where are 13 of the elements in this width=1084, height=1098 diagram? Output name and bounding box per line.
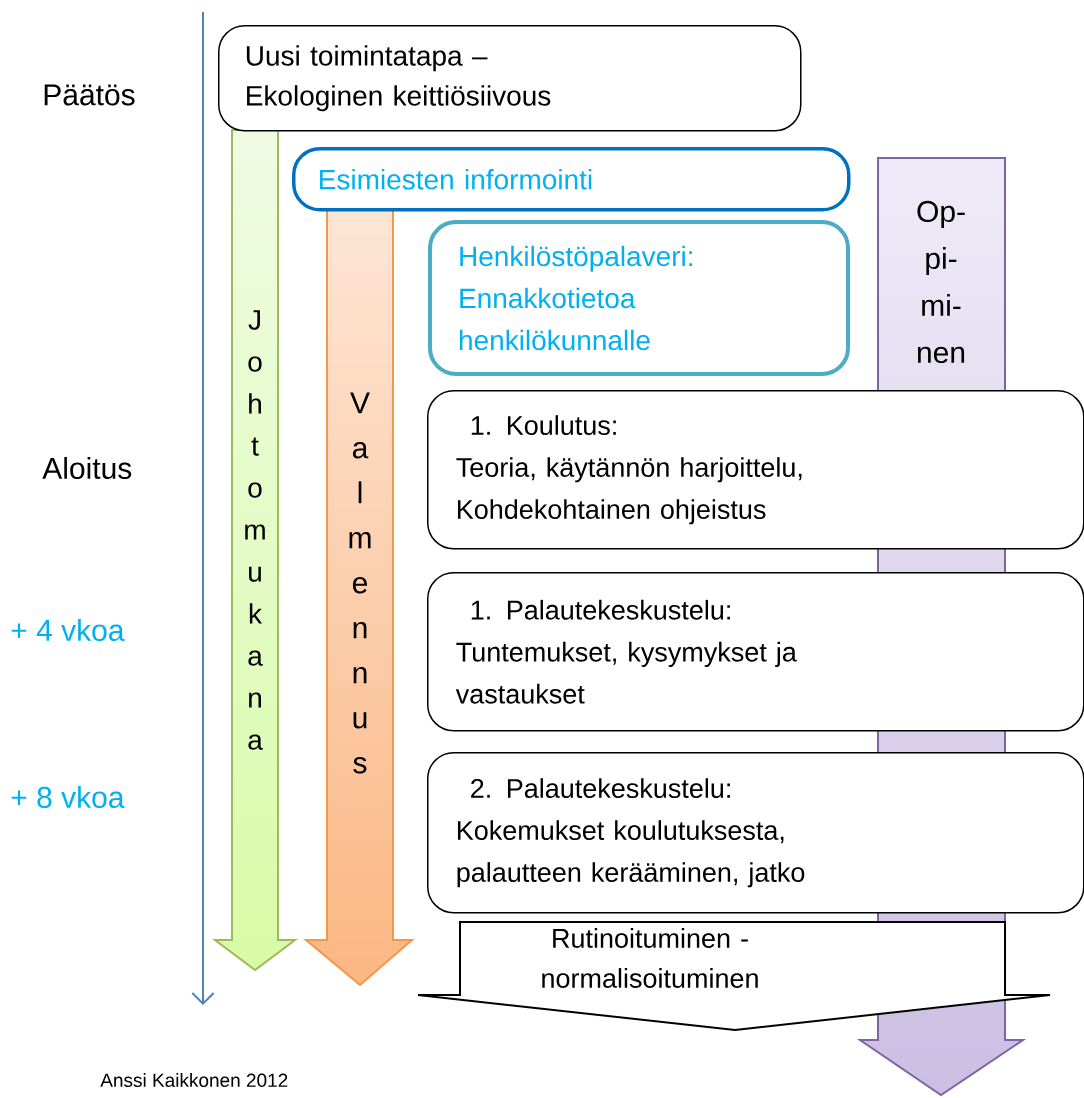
process-box: Uusi toimintatapa – Ekologinen keittiösiivous	[218, 25, 802, 132]
process-box: Henkilöstöpalaveri: Ennakkotietoa henkilökunnalle	[428, 220, 850, 376]
process-box: Esimiesten informointi	[292, 147, 851, 212]
process-box: 2. Palautekeskustelu: Kokemukset koulutuksesta, palautteen kerääminen, jatko	[427, 752, 1084, 914]
phase-band: Valmennus	[303, 207, 415, 987]
process-box: 1. Palautekeskustelu: Tuntemukset, kysymykset ja vastaukset	[427, 572, 1084, 732]
stage-label: Aloitus	[42, 457, 132, 479]
stage-label: Päätös	[44, 84, 135, 106]
time-label: + 8 vkoa	[11, 786, 125, 809]
time-label: + 4 vkoa	[11, 619, 125, 641]
process-box: 1. Koulutus: Teoria, käytännön harjoittelu, Kohdekohtainen ohjeistus	[427, 390, 1084, 550]
phase-band: Johto mukana	[212, 129, 298, 972]
author-credit: Anssi Kaikkonen 2012	[100, 1073, 288, 1087]
